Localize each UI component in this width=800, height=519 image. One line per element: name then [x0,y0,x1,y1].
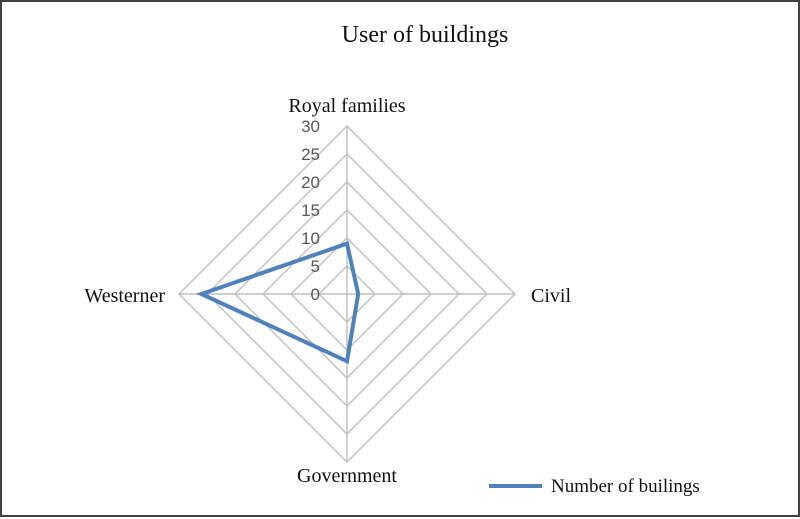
series-layer [196,240,361,365]
legend: Number of builings [489,476,700,497]
category-label: Government [297,465,397,487]
tick-label: 20 [301,173,320,192]
tick-label: 10 [301,229,320,248]
tick-label: 25 [301,145,320,164]
radar-axes [179,126,515,462]
chart-title: User of buildings [342,22,509,48]
tick-label: 5 [311,257,320,276]
tick-label: 0 [311,285,320,304]
category-label: Royal families [288,95,405,117]
series-line [196,240,361,365]
category-label: Civil [531,285,571,307]
radial-tick-labels: 0 5 10 15 20 25 30 [301,117,320,304]
tick-label: 15 [301,201,320,220]
legend-label: Number of builings [551,476,700,497]
tick-label: 30 [301,117,320,136]
category-label: Westerner [84,285,165,307]
